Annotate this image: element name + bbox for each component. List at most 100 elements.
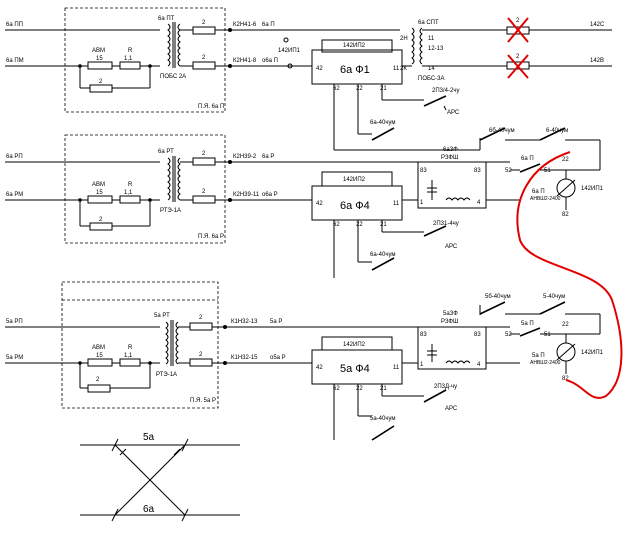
res-label: 2 (202, 20, 206, 26)
junction-dot (78, 198, 82, 202)
filter-pin: 4 (477, 362, 481, 368)
wire-label: о6а П (262, 58, 278, 64)
relay-pin: 52 (505, 168, 512, 174)
pin: 42 (316, 201, 323, 207)
insulating-joint (173, 448, 181, 456)
term-label: К2Н41-8 (233, 58, 257, 64)
switch-contact (479, 301, 506, 315)
spt-pin: 14 (428, 66, 435, 72)
track-label: 6а (143, 504, 155, 515)
r-value: 1,1 (124, 353, 133, 359)
avm-resistor (87, 195, 113, 204)
r-label: R (128, 48, 133, 54)
spt-pin: 2К (400, 66, 407, 72)
filter-pin: 1 (420, 200, 424, 206)
contact (283, 37, 289, 43)
filter-rzfsh (417, 326, 487, 370)
avm-label: АВМ (92, 182, 105, 188)
resistor-2 (189, 322, 213, 331)
crossover-leg (114, 444, 186, 516)
wire (443, 105, 447, 111)
pin: 11 (393, 66, 400, 72)
block-label: 6а Ф1 (340, 64, 370, 76)
junction-dot (148, 64, 152, 68)
meter-pin: 82 (562, 212, 569, 218)
insulating-joint (181, 438, 189, 452)
pin: 62 (333, 86, 340, 92)
r-value: 1,1 (124, 56, 133, 62)
res-label: 2 (199, 315, 203, 321)
switch-label: 6а-40чум (370, 120, 396, 126)
res-label: 2 (96, 377, 100, 383)
pin: 62 (333, 386, 340, 392)
transformer-device: РТЭ-1А (160, 208, 181, 214)
r-resistor (119, 61, 141, 70)
res-label: 2 (199, 352, 203, 358)
pin: 22 (356, 386, 363, 392)
out-label: 142В (590, 58, 604, 64)
section-6a-r: П.Я. 6а Р 6а РП 6а РМ АВМ 15 R 1,1 2 6а … (5, 134, 604, 278)
pin: 22 (356, 86, 363, 92)
switch-contact (371, 257, 395, 271)
relay-label: 6а П (521, 156, 534, 162)
transformer-label: 6а ПТ (158, 16, 175, 22)
wire-label: 6а Р (262, 154, 274, 160)
block-top-frame (321, 171, 393, 187)
avm-resistor (87, 358, 113, 367)
relay-label: 5а П (521, 321, 534, 327)
res-label: 2 (202, 189, 206, 195)
switch-label: 2П3Д-чу (434, 384, 457, 390)
transformer-label: 6а РТ (158, 149, 174, 155)
resistor-2 (87, 384, 111, 393)
switch-contact (371, 425, 395, 441)
spt-coil (411, 27, 415, 65)
bus-top-label: 6а РП (6, 154, 23, 160)
transformer-coil (177, 23, 181, 67)
switch-label: 6а-40чум (370, 252, 396, 258)
pin: 22 (356, 222, 363, 228)
avm-resistor (87, 61, 113, 70)
spt-pin: 11 (428, 36, 435, 42)
bus-bot-label: 6а ПМ (6, 58, 24, 64)
avm-label: АВМ (92, 48, 105, 54)
filter-pin: 83 (420, 168, 427, 174)
pin: 21 (380, 386, 387, 392)
spt-pin: 12-13 (428, 46, 444, 52)
transformer-coil (167, 23, 171, 67)
cross-out-mark (507, 17, 529, 43)
switch-label: 2П3/4-2чу (432, 88, 459, 94)
pin: 21 (380, 222, 387, 228)
resistor-2 (89, 84, 113, 93)
section-6a-p: П.Я. 6а П 6а ПП 6а ПМ АВМ 15 R 1,1 2 6а … (5, 7, 612, 158)
filter-pin: 83 (474, 332, 481, 338)
relay-pin: 22 (562, 157, 569, 163)
wire-label-mid: 142ИП1 (278, 48, 301, 54)
bus-bot-label: 6а РМ (6, 192, 23, 198)
insulating-joint (111, 438, 119, 452)
switch-label: 5а-40чум (370, 416, 396, 422)
block-code: 142ИП2 (343, 43, 366, 49)
switch-contact (539, 127, 566, 141)
transformer-label: 5а РТ (154, 313, 170, 319)
block-code: 142ИП2 (343, 342, 366, 348)
meter-ip: 142ИП1 (581, 350, 604, 356)
meter-arrow (556, 343, 576, 361)
relay-pin: 51 (544, 168, 551, 174)
insulating-joint (181, 508, 189, 522)
meter-code: АНВШ2-2400 (530, 196, 561, 202)
filter-label: 6аЗФ (443, 147, 458, 153)
switch-label: 2П31-4чу (433, 221, 459, 227)
filter-device: РЗФШ (441, 319, 459, 325)
red-connection-curve (516, 151, 623, 399)
aps-label: АРС (445, 244, 458, 250)
crossover-diagram: 5а 6а (80, 432, 240, 522)
cross-out-mark (507, 54, 529, 79)
spt-coil (419, 27, 423, 65)
resistor-2 (192, 157, 216, 166)
switch-contact (371, 127, 395, 141)
junction-dot (148, 361, 152, 365)
filter-pin: 83 (474, 168, 481, 174)
resistor-2 (192, 26, 216, 35)
resistor-2 (89, 222, 113, 231)
meter-pin: 82 (562, 376, 569, 382)
